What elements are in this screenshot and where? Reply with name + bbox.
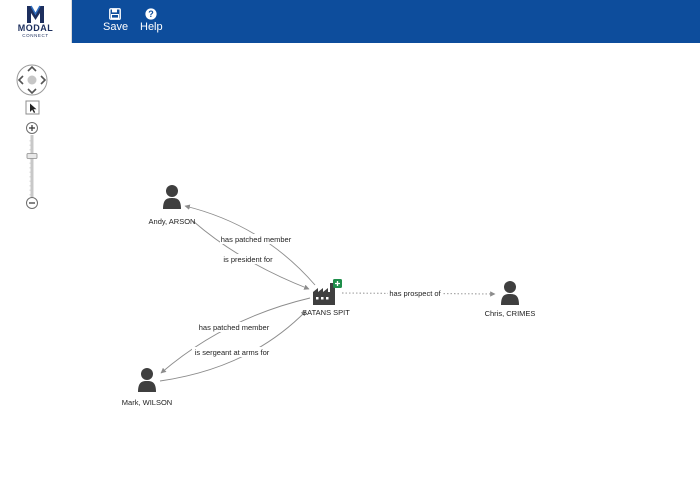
zoom-in-button[interactable] bbox=[26, 122, 38, 134]
node-andy[interactable]: Andy, ARSON bbox=[149, 185, 196, 226]
node-satans-spit[interactable]: SATANS SPIT bbox=[302, 279, 350, 317]
logo-word: MODAL bbox=[17, 23, 54, 33]
save-label: Save bbox=[103, 21, 129, 33]
node-label: Andy, ARSON bbox=[149, 217, 196, 226]
top-toolbar: MODAL CONNECT Save ? Help bbox=[0, 0, 700, 43]
svg-text:?: ? bbox=[148, 9, 154, 19]
question-circle-icon: ? bbox=[145, 8, 157, 20]
person-icon bbox=[163, 185, 181, 209]
person-icon bbox=[138, 368, 156, 392]
edge-label: has prospect of bbox=[389, 289, 441, 298]
pan-left-icon[interactable] bbox=[17, 75, 24, 85]
plus-icon bbox=[29, 125, 35, 131]
pan-down-icon[interactable] bbox=[27, 88, 37, 95]
pan-right-icon[interactable] bbox=[40, 75, 47, 85]
help-label: Help bbox=[140, 21, 163, 33]
factory-icon bbox=[313, 283, 335, 305]
edge-is-sergeant-at-arms-for[interactable] bbox=[159, 310, 307, 382]
edge-labels: has patched member is president for has … bbox=[192, 234, 442, 357]
node-mark[interactable]: Mark, WILSON bbox=[122, 368, 172, 407]
help-button[interactable]: ? Help bbox=[140, 8, 163, 33]
node-chris[interactable]: Chris, CRIMES bbox=[485, 281, 536, 318]
edge-label: is president for bbox=[223, 255, 273, 264]
floppy-disk-icon bbox=[109, 8, 121, 20]
logo-subword: CONNECT bbox=[22, 33, 49, 38]
edge-label: has patched member bbox=[199, 323, 270, 332]
modal-connect-logo: MODAL CONNECT bbox=[0, 0, 72, 43]
zoom-out-button[interactable] bbox=[26, 197, 38, 209]
node-label: SATANS SPIT bbox=[302, 308, 350, 317]
person-icon bbox=[501, 281, 519, 305]
zoom-slider-handle[interactable] bbox=[26, 153, 38, 159]
add-badge-icon[interactable] bbox=[333, 279, 342, 288]
pan-up-icon[interactable] bbox=[27, 65, 37, 72]
edge-label: is sergeant at arms for bbox=[195, 348, 270, 357]
node-label: Mark, WILSON bbox=[122, 398, 172, 407]
select-tool-button[interactable] bbox=[25, 100, 40, 115]
zoom-control[interactable] bbox=[26, 122, 38, 209]
edge-has-patched-member-mark[interactable] bbox=[160, 297, 311, 374]
pointer-arrow-icon bbox=[30, 103, 37, 113]
edge-has-prospect-of[interactable] bbox=[341, 291, 496, 297]
edge-has-patched-member-andy[interactable] bbox=[184, 204, 316, 286]
node-label: Chris, CRIMES bbox=[485, 309, 536, 318]
logo-mark-icon bbox=[27, 5, 44, 23]
save-button[interactable]: Save bbox=[103, 8, 129, 33]
pan-control[interactable] bbox=[16, 64, 48, 96]
edge-label: has patched member bbox=[221, 235, 292, 244]
